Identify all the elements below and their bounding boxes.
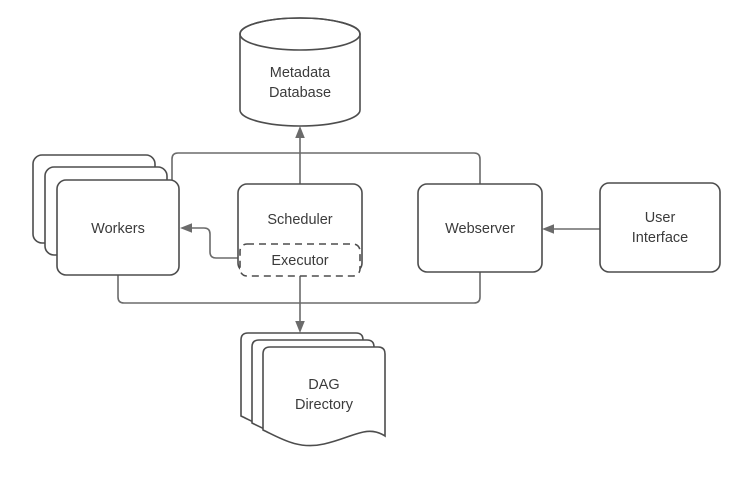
- user-interface-label-line2: Interface: [632, 230, 688, 246]
- executor-label: Executor: [271, 253, 328, 269]
- metadata-database-label-line1: Metadata: [270, 65, 331, 81]
- user-interface-label-line1: User: [645, 210, 676, 226]
- dag-directory-label-line2: Directory: [295, 397, 354, 413]
- metadata-database-label-line2: Database: [269, 85, 331, 101]
- webserver-label: Webserver: [445, 221, 515, 237]
- webserver-box: [417, 183, 543, 273]
- edge-user-interface-to-webserver: [542, 224, 600, 234]
- workers-label: Workers: [91, 221, 145, 237]
- node-metadata-database[interactable]: Metadata Database: [239, 17, 361, 127]
- edge-executor-to-workers: [180, 223, 240, 259]
- user-interface-box: [599, 182, 721, 273]
- executor-box: [239, 243, 361, 277]
- node-executor[interactable]: Executor: [239, 243, 361, 277]
- node-dag-directory[interactable]: DAG Directory: [240, 332, 386, 447]
- edge-bottom-bus: [117, 272, 481, 304]
- node-workers[interactable]: Workers: [32, 154, 180, 276]
- dag-directory-label-line1: DAG: [308, 377, 339, 393]
- edge-scheduler-to-dag-directory: [295, 274, 305, 333]
- edge-top-bus: [171, 152, 481, 184]
- node-webserver[interactable]: Webserver: [417, 183, 543, 273]
- dag-document-front: [262, 346, 386, 447]
- edge-scheduler-to-metadata-database: [295, 126, 305, 184]
- workers-card-front: [56, 179, 180, 276]
- scheduler-label: Scheduler: [267, 212, 332, 228]
- node-user-interface[interactable]: User Interface: [599, 182, 721, 273]
